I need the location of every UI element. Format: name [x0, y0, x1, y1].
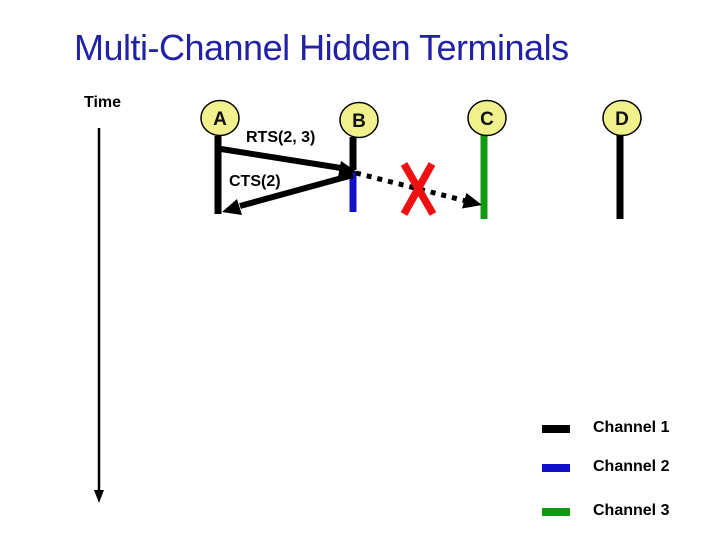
node-a: A	[200, 99, 240, 137]
rts-message-label: RTS(2, 3)	[246, 129, 316, 146]
node-d-label: D	[615, 109, 629, 130]
node-b-label: B	[352, 111, 366, 132]
cts-arrowhead-icon	[222, 199, 242, 215]
time-axis-arrowhead-icon	[94, 490, 104, 503]
blocked-transmission-arrow	[355, 170, 482, 209]
legend-label-channel-2: Channel 2	[593, 458, 670, 475]
time-axis-label: Time	[84, 94, 122, 111]
cts-arrow-line	[239, 172, 354, 209]
blocked-arrowhead-icon	[462, 193, 482, 209]
legend-swatch-channel-2	[542, 464, 570, 472]
node-a-label: A	[213, 109, 227, 130]
legend-swatch-channel-1	[542, 425, 570, 433]
legend-label-channel-3: Channel 3	[593, 502, 670, 519]
blocked-arrow-dashed-line	[355, 170, 467, 204]
cts-arrow	[222, 172, 354, 215]
time-axis-arrow	[94, 128, 104, 503]
collision-x-icon	[400, 162, 437, 216]
node-d-circle	[602, 99, 642, 137]
rts-arrow	[220, 146, 357, 177]
legend-label-channel-1: Channel 1	[593, 419, 670, 436]
node-d: D	[602, 99, 642, 137]
node-a-circle	[200, 99, 240, 137]
node-c-circle	[467, 99, 507, 137]
cts-message-label: CTS(2)	[229, 173, 281, 190]
node-b-circle	[339, 101, 379, 139]
legend-swatch-channel-3	[542, 508, 570, 516]
node-b: B	[339, 101, 379, 139]
node-c-label: C	[480, 109, 494, 130]
node-c: C	[467, 99, 507, 137]
page-title: Multi-Channel Hidden Terminals	[74, 27, 569, 68]
rts-arrow-line	[220, 146, 342, 171]
